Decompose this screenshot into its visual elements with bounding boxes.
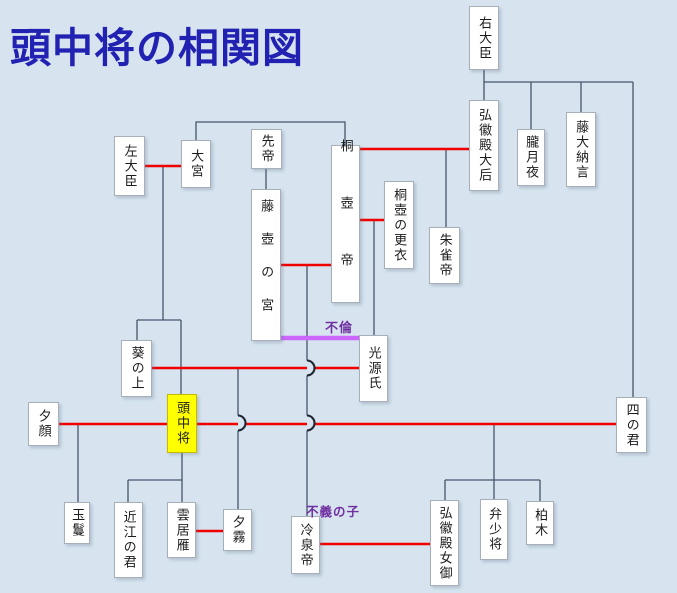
page-title: 頭中将の相関図 [10, 25, 304, 71]
node-kiritsubo-koi: 桐壺の更衣 [384, 181, 414, 269]
line-jumps [237, 359, 316, 432]
node-kiritsubo-tei: 桐壺帝 [331, 139, 360, 310]
node-yugao: 夕顔 [28, 402, 59, 446]
node-kokiden-taigo-label: 弘徽殿大后 [477, 108, 493, 183]
node-fujitsubo-label: 藤壺の宮 [259, 199, 275, 331]
marriage-lines [59, 147, 616, 546]
node-fujitsubo: 藤壺の宮 [251, 189, 281, 341]
node-kumoi-no-kari-label: 雲居雁 [174, 507, 190, 553]
node-aoi-no-ue: 葵の上 [121, 340, 152, 397]
node-aoi-no-ue-label: 葵の上 [129, 346, 145, 391]
node-sadaijin-label: 左大臣 [122, 143, 138, 189]
node-kiritsubo-tei-label: 桐壺帝 [338, 138, 354, 310]
node-tamakazura-label: 玉鬘 [70, 508, 86, 538]
node-to-no-chujo: 頭中将 [167, 394, 197, 453]
node-yugiri: 夕霧 [223, 509, 252, 551]
node-sentei-label: 先帝 [259, 134, 275, 164]
illegitimate-child-annotation: 不義の子 [306, 505, 361, 519]
node-sadaijin: 左大臣 [114, 136, 145, 196]
node-to-no-chujo-label: 頭中将 [175, 401, 191, 446]
node-hikaru-genji: 光源氏 [359, 335, 388, 402]
node-yon-no-kimi: 四の君 [616, 397, 647, 453]
line-jump-reizei-over-aoi-line [306, 359, 316, 377]
line-jump-reizei-over-chujo-line [306, 414, 316, 432]
node-to-dainagon: 藤大納言 [566, 112, 596, 187]
node-omiya: 大宮 [181, 140, 211, 188]
node-to-dainagon-label: 藤大納言 [574, 119, 590, 180]
line-omiya-kiritsubo-siblings [195, 121, 346, 145]
node-hikaru-genji-label: 光源氏 [366, 346, 382, 391]
node-ben-no-shosho-label: 弁少将 [487, 507, 503, 552]
node-kashiwagi-label: 柏木 [533, 508, 549, 538]
node-ben-no-shosho: 弁少将 [480, 499, 508, 560]
node-kokiden-taigo: 弘徽殿大后 [469, 100, 499, 191]
node-sentei: 先帝 [251, 129, 282, 169]
node-yugiri-label: 夕霧 [230, 515, 246, 545]
node-kokiden-nyogo: 弘徽殿女御 [430, 500, 459, 586]
node-suzaku-tei-label: 朱雀帝 [437, 233, 453, 278]
node-kokiden-nyogo-label: 弘徽殿女御 [437, 505, 453, 581]
node-reizei-tei-label: 冷泉帝 [298, 522, 314, 568]
node-udaijin: 右大臣 [469, 6, 499, 70]
line-jump-yugiri-over-chujo-line [237, 414, 247, 432]
node-kumoi-no-kari: 雲居雁 [167, 502, 196, 558]
node-yugao-label: 夕顔 [36, 409, 52, 439]
node-omi-no-kimi-label: 近江の君 [121, 510, 137, 570]
node-kashiwagi: 柏木 [526, 501, 554, 545]
node-tamakazura: 玉鬘 [64, 502, 90, 544]
affair-annotation: 不倫 [325, 320, 354, 335]
node-omi-no-kimi: 近江の君 [114, 502, 143, 578]
node-kiritsubo-koi-label: 桐壺の更衣 [392, 187, 408, 263]
node-yon-no-kimi-label: 四の君 [624, 402, 640, 448]
node-omiya-label: 大宮 [189, 149, 205, 179]
node-oborozukiyo-label: 朧月夜 [524, 135, 540, 180]
node-suzaku-tei: 朱雀帝 [429, 227, 460, 284]
family-lines [77, 70, 634, 516]
node-oborozukiyo: 朧月夜 [517, 129, 545, 186]
node-udaijin-label: 右大臣 [477, 15, 493, 61]
node-reizei-tei: 冷泉帝 [291, 516, 320, 574]
